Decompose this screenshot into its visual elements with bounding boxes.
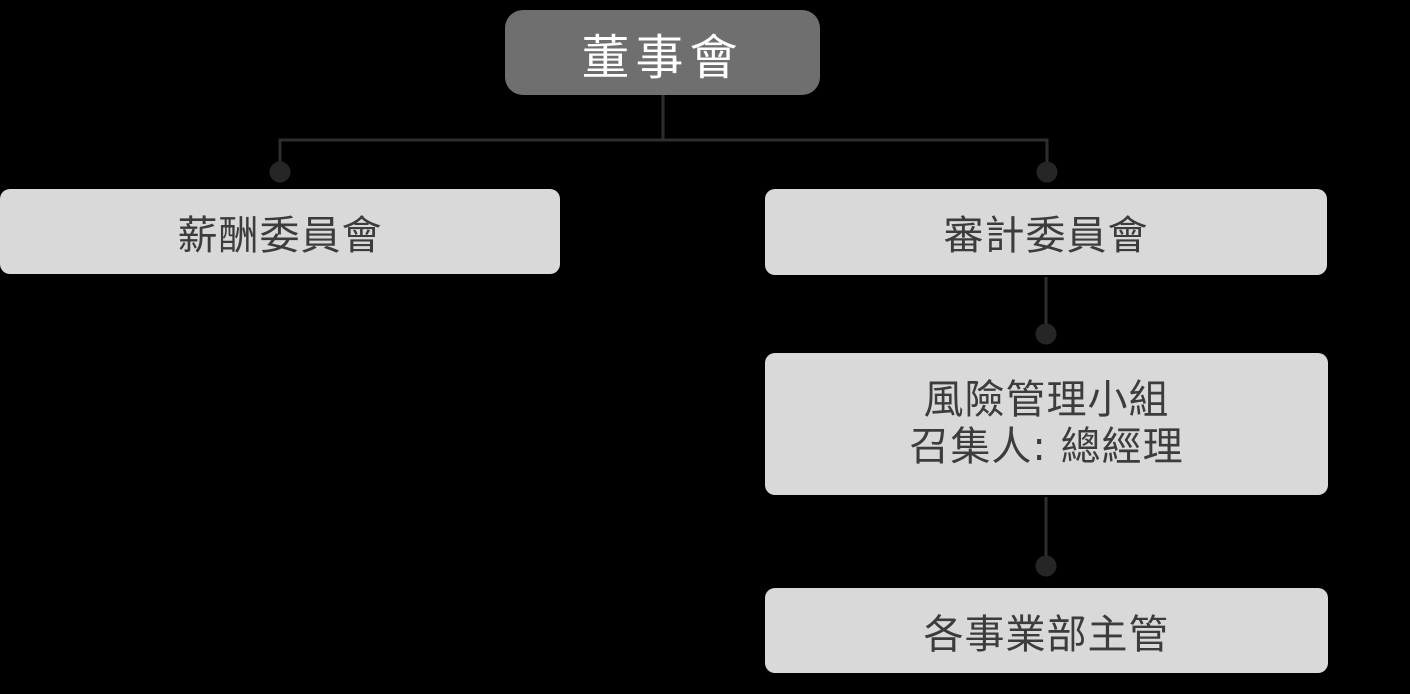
edge-dot-compensation bbox=[269, 161, 291, 183]
org-node-audit-label: 審計委員會 bbox=[943, 213, 1149, 259]
org-node-risk-label-line2: 召集人: 總經理 bbox=[909, 424, 1184, 470]
org-node-risk-label-line1: 風險管理小組 bbox=[923, 376, 1170, 423]
org-node-compensation-label: 薪酬委員會 bbox=[177, 212, 383, 259]
org-node-risk-label-group: 風險管理小組 召集人: 總經理 bbox=[909, 377, 1183, 471]
edge-board-branches bbox=[278, 138, 1049, 164]
org-node-compensation-committee: 薪酬委員會 bbox=[0, 189, 560, 274]
org-node-divisions-label: 各事業部主管 bbox=[923, 611, 1170, 658]
org-node-board-label: 董事會 bbox=[581, 29, 744, 86]
edge-dot-audit bbox=[1036, 161, 1058, 183]
edge-dot-divisions bbox=[1035, 555, 1057, 577]
org-node-risk-management-team: 風險管理小組 召集人: 總經理 bbox=[765, 353, 1328, 495]
org-node-audit-committee: 審計委員會 bbox=[765, 189, 1327, 275]
org-node-division-heads: 各事業部主管 bbox=[765, 588, 1328, 673]
edge-dot-risk bbox=[1035, 323, 1057, 345]
org-node-board-of-directors: 董事會 bbox=[505, 10, 820, 95]
